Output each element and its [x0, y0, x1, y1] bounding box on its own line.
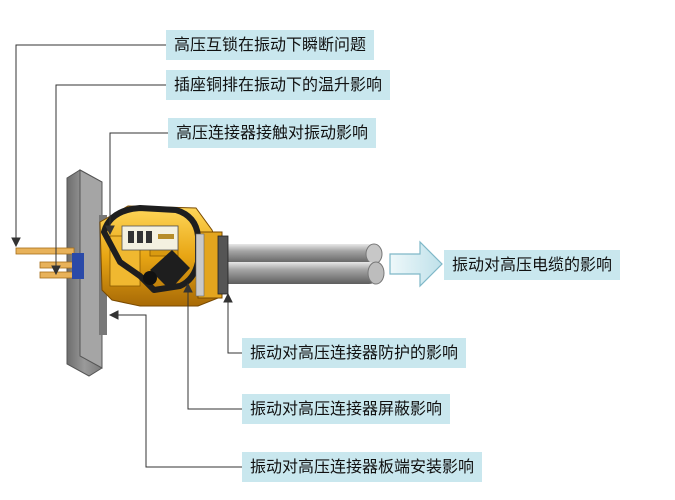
hv-cables [212, 243, 385, 285]
leader-lines [11, 44, 242, 468]
connector-body [99, 205, 229, 307]
label-cable: 振动对高压电缆的影响 [444, 250, 621, 280]
right-arrow-icon [389, 240, 443, 288]
label-busbar-temperature: 插座铜排在振动下的温升影响 [166, 70, 391, 100]
copper-busbars [15, 247, 84, 279]
label-protection: 振动对高压连接器防护的影响 [242, 338, 467, 368]
label-hv-interlock: 高压互锁在振动下瞬断问题 [166, 30, 375, 60]
label-shielding: 振动对高压连接器屏蔽影响 [242, 394, 451, 424]
label-contact: 高压连接器接触对振动影响 [168, 118, 377, 148]
label-board-mount: 振动对高压连接器板端安装影响 [242, 452, 483, 482]
